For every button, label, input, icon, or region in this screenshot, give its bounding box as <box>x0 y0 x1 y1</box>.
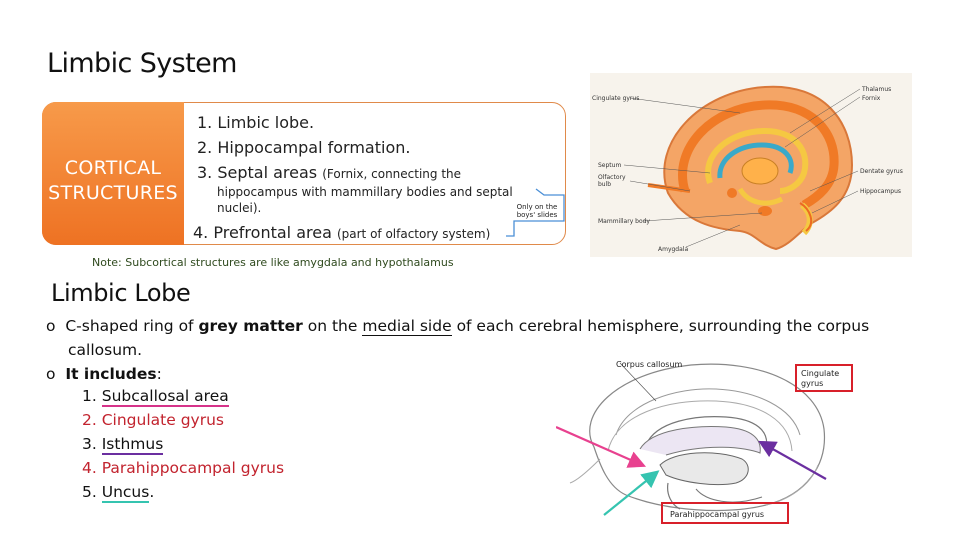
cingulate-gyrus: Cingulate gyrus <box>101 411 224 429</box>
item-number: 1. <box>197 113 213 132</box>
colon: : <box>156 365 162 383</box>
label-parahippocampal: Parahippocampal gyrus <box>670 510 764 519</box>
label-olfactory-line2: bulb <box>598 181 611 188</box>
cortical-label-line2: STRUCTURES <box>48 182 178 204</box>
label-amygdala: Amygdala <box>658 246 688 253</box>
item-text: Prefrontal area <box>213 223 332 242</box>
lobe-item-2: 2. Cingulate gyrus <box>82 411 224 429</box>
bullet-marker: o <box>46 365 56 383</box>
label-cingulate-line1: Cingulate <box>801 369 839 378</box>
teal-arrow <box>603 470 660 516</box>
bullet-1-text: on the <box>307 317 358 335</box>
cortical-item-2: 2. Hippocampal formation. <box>197 138 410 157</box>
bullet-marker: o <box>46 317 56 335</box>
item-text: Hippocampal formation. <box>217 138 411 157</box>
cortical-item-3-detail-line2: hippocampus with mammillary bodies and s… <box>217 185 513 199</box>
item-number: 5. <box>82 483 97 501</box>
uncus: Uncus <box>101 483 150 503</box>
label-mammillary: Mammillary body <box>598 218 650 225</box>
label-corpus-callosum: Corpus callosum <box>616 360 683 369</box>
cortical-structures-label: CORTICAL STRUCTURES <box>42 156 184 206</box>
boys-note-line2: boys' slides <box>516 211 558 219</box>
item-number: 3. <box>197 163 213 182</box>
lobe-item-5: 5. Uncus. <box>82 483 155 503</box>
cortical-item-3-detail-line3: nuclei). <box>217 201 262 215</box>
purple-arrow <box>758 440 827 480</box>
cortical-item-4: 4. Prefrontal area (part of olfactory sy… <box>193 223 490 242</box>
pink-arrow <box>556 425 647 468</box>
period: . <box>149 483 155 501</box>
item-number: 2. <box>82 411 97 429</box>
item-text: Septal areas <box>217 163 318 182</box>
item-number: 1. <box>82 387 97 405</box>
bullet-1-text: of each cerebral hemisphere, surrounding… <box>456 317 870 335</box>
bullet-1-text: C-shaped ring of <box>65 317 194 335</box>
label-cingulate: Cingulate gyrus <box>592 95 639 102</box>
subcortical-note: Note: Subcortical structures are like am… <box>92 256 454 269</box>
subcallosal-area: Subcallosal area <box>101 387 229 407</box>
item-detail: (Fornix, connecting the <box>322 167 462 181</box>
item-number: 4. <box>193 223 209 242</box>
cortical-label-line1: CORTICAL <box>64 157 162 179</box>
item-detail: (part of olfactory system) <box>336 227 491 241</box>
cortical-structures-tab <box>42 102 184 245</box>
item-number: 3. <box>82 435 97 453</box>
limbic-lobe-heading: Limbic Lobe <box>51 279 191 307</box>
medial-brain-diagram: Corpus callosum Cingulate gyrus Parahipp… <box>556 360 853 524</box>
lobe-item-3: 3. Isthmus <box>82 435 164 455</box>
label-hippocampus: Hippocampus <box>860 188 901 195</box>
grey-matter-term: grey matter <box>198 317 303 335</box>
label-dentate: Dentate gyrus <box>860 168 903 175</box>
bullet-1: o C-shaped ring of grey matter on the me… <box>46 314 869 338</box>
lobe-item-1: 1. Subcallosal area <box>82 387 229 407</box>
label-fornix: Fornix <box>862 95 881 102</box>
boys-note-line1: Only on the <box>516 203 558 211</box>
label-cingulate-line2: gyrus <box>801 379 823 388</box>
item-text: Limbic lobe. <box>217 113 315 132</box>
bullet-2: o It includes: <box>46 362 162 386</box>
slide-title: Limbic System <box>47 48 237 79</box>
it-includes-label: It includes <box>65 365 157 383</box>
item-number: 4. <box>82 459 97 477</box>
cortical-item-3: 3. Septal areas (Fornix, connecting the <box>197 163 461 182</box>
label-septum: Septum <box>598 162 621 169</box>
boys-slides-note: Only on the boys' slides <box>509 203 565 219</box>
bullet-1-line2: callosum. <box>68 341 143 359</box>
cortical-item-1: 1. Limbic lobe. <box>197 113 314 132</box>
label-thalamus: Thalamus <box>861 86 891 93</box>
medial-side-term: medial side <box>362 317 452 336</box>
boys-note-bracket <box>506 188 565 237</box>
isthmus: Isthmus <box>101 435 164 455</box>
limbic-system-brain-diagram: Cingulate gyrus Thalamus Fornix Septum O… <box>590 73 912 257</box>
parahippocampal-gyrus: Parahippocampal gyrus <box>101 459 285 477</box>
item-number: 2. <box>197 138 213 157</box>
lobe-item-4: 4. Parahippocampal gyrus <box>82 459 284 477</box>
label-olfactory-line1: Olfactory <box>598 174 626 181</box>
